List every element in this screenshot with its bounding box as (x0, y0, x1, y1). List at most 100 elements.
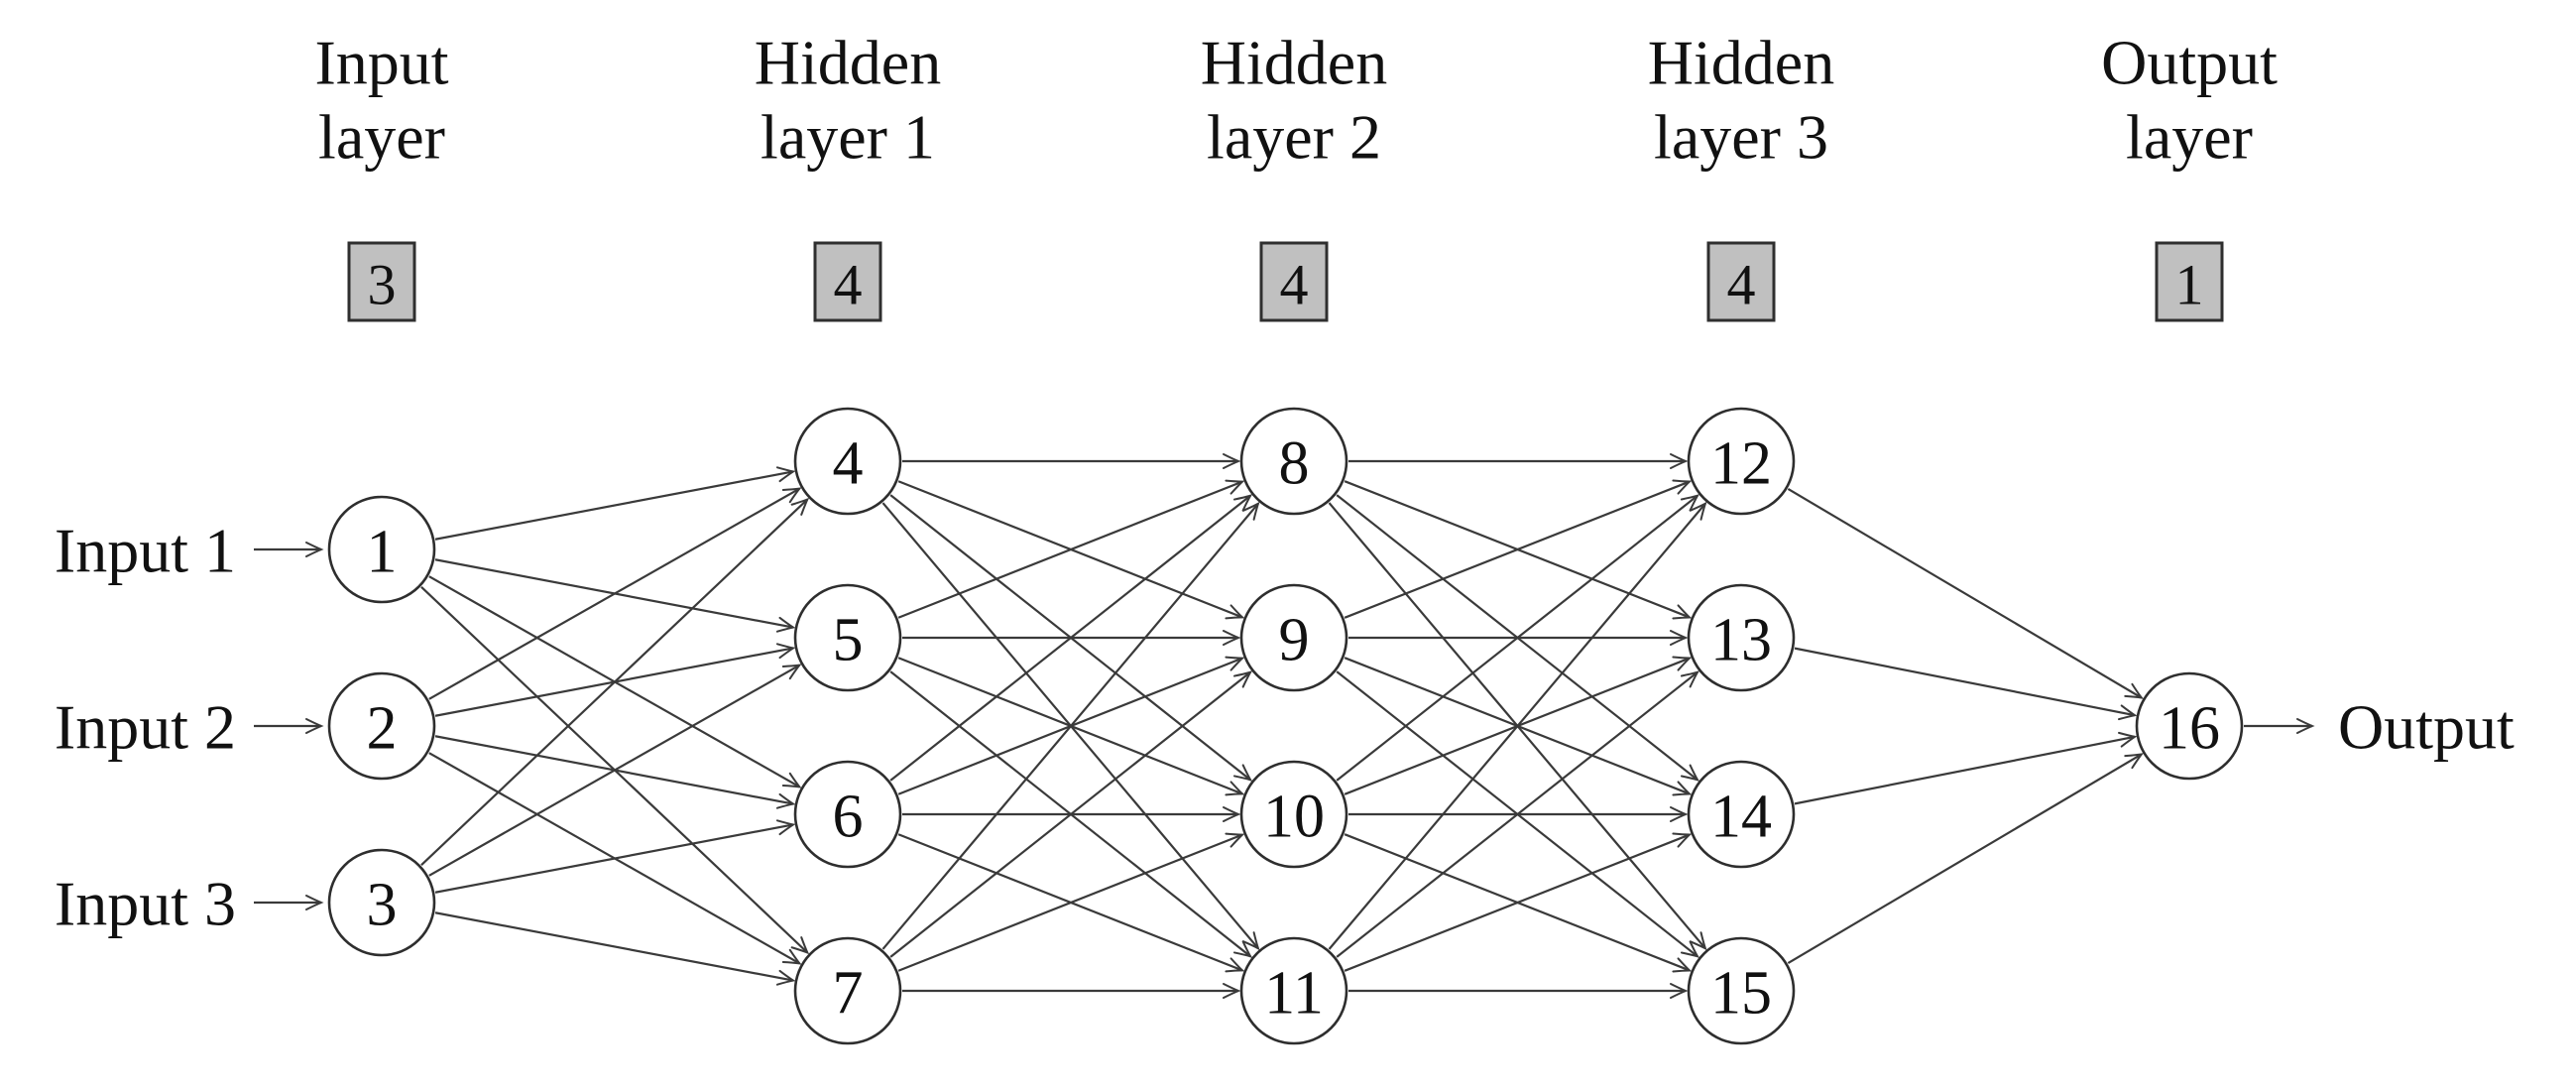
input-label-1: Input 1 (55, 515, 236, 585)
edge-7-to-8 (881, 501, 1260, 950)
node-label: 2 (367, 695, 398, 763)
edge-7-to-10 (897, 832, 1245, 972)
edge-11-to-12 (1328, 501, 1707, 950)
layer-header-line2: layer (318, 101, 445, 172)
edge-3-to-5 (428, 664, 802, 877)
node-label: 3 (367, 872, 398, 939)
edge-2-to-4 (428, 487, 802, 700)
node-circle (1687, 760, 1796, 869)
edge-13-to-16 (1794, 647, 2138, 721)
node-label: 13 (1710, 607, 1772, 674)
node-label: 1 (367, 519, 398, 586)
node-13: 13 (1687, 583, 1796, 692)
node-circle (1239, 583, 1348, 692)
node-circle (1239, 936, 1348, 1045)
node-4: 4 (793, 407, 902, 516)
output-label: Output (2338, 691, 2515, 762)
node-label: 12 (1710, 430, 1772, 498)
node-15: 15 (1687, 936, 1796, 1045)
node-3: 3 (327, 848, 436, 957)
input-label-3: Input 3 (55, 868, 236, 938)
layer-size-badge (1259, 241, 1329, 322)
node-8: 8 (1239, 407, 1348, 516)
node-label: 10 (1263, 784, 1325, 851)
layer-size-badge (813, 241, 882, 322)
edge-5-to-8 (897, 479, 1245, 619)
node-circle (1687, 407, 1796, 516)
node-10: 10 (1239, 760, 1348, 869)
node-9: 9 (1239, 583, 1348, 692)
node-label: 7 (833, 960, 864, 1028)
input-annotations: Input 1 Input 2 Input 3 (55, 515, 324, 938)
node-label: 15 (1710, 960, 1772, 1028)
node-circle (1239, 407, 1348, 516)
edge-14-to-16 (1794, 731, 2138, 805)
layer-size-badge (2155, 241, 2224, 322)
node-5: 5 (793, 583, 902, 692)
edge-3-to-6 (434, 819, 796, 894)
node-circle (327, 848, 436, 957)
layer-size-badge (347, 241, 416, 322)
layer-header-line1: Input (314, 27, 448, 97)
node-circle (1687, 936, 1796, 1045)
layer-header-line2: layer 1 (761, 101, 935, 172)
node-6: 6 (793, 760, 902, 869)
edge-9-to-12 (1344, 479, 1693, 619)
node-label: 9 (1279, 607, 1310, 674)
edges (420, 453, 2145, 999)
edge-7-to-9 (889, 670, 1253, 958)
node-11: 11 (1239, 936, 1348, 1045)
edge-3-to-4 (420, 497, 810, 866)
input-label-2: Input 2 (55, 691, 236, 762)
node-label: 5 (833, 607, 864, 674)
node-label: 16 (2159, 695, 2220, 763)
node-7: 7 (793, 936, 902, 1045)
node-circle (793, 407, 902, 516)
node-16: 16 (2135, 671, 2244, 781)
layer-header-line1: Hidden (1201, 27, 1387, 97)
edge-6-to-8 (889, 494, 1253, 782)
node-circle (793, 760, 902, 869)
node-label: 6 (833, 784, 864, 851)
node-1: 1 (327, 495, 436, 604)
node-14: 14 (1687, 760, 1796, 869)
edge-3-to-7 (434, 911, 796, 986)
edge-15-to-16 (1787, 753, 2145, 964)
edge-11-to-14 (1344, 832, 1693, 972)
node-label: 14 (1710, 784, 1772, 851)
node-label: 11 (1264, 960, 1324, 1028)
node-circle (793, 583, 902, 692)
layer-header-line2: layer 3 (1654, 101, 1828, 172)
edge-11-to-13 (1336, 670, 1700, 958)
node-circle (327, 671, 436, 781)
node-label: 4 (833, 430, 864, 498)
node-circle (1687, 583, 1796, 692)
node-circle (793, 936, 902, 1045)
layer-size-value: 4 (834, 252, 863, 316)
node-circle (1239, 760, 1348, 869)
layer-header-line1: Output (2101, 27, 2278, 97)
layer-header-line1: Hidden (1648, 27, 1834, 97)
layer-size-badge (1706, 241, 1776, 322)
output-annotation: Output (2244, 691, 2515, 762)
layer-size-value: 4 (1727, 252, 1756, 316)
edge-1-to-4 (434, 466, 796, 541)
edge-10-to-12 (1336, 494, 1700, 782)
layer-header-line1: Hidden (755, 27, 941, 97)
layer-header-line2: layer (2126, 101, 2253, 172)
edge-12-to-16 (1787, 488, 2145, 699)
node-2: 2 (327, 671, 436, 781)
layer-size-value: 3 (368, 252, 397, 316)
node-12: 12 (1687, 407, 1796, 516)
node-circle (2135, 671, 2244, 781)
layer-size-value: 4 (1280, 252, 1309, 316)
layer-header-line2: layer 2 (1207, 101, 1381, 172)
node-label: 8 (1279, 430, 1310, 498)
